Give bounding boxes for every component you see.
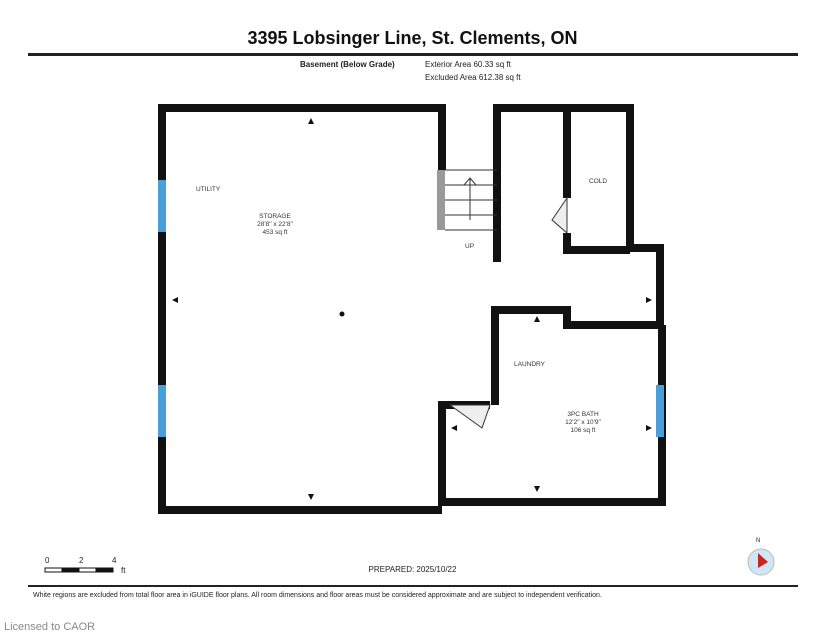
room-storage-area: 453 sq ft [262, 229, 288, 236]
level-name: Basement (Below Grade) [300, 60, 395, 69]
room-bath-area: 106 sq ft [570, 427, 596, 434]
walls [158, 104, 666, 514]
doors [448, 196, 568, 429]
scale-bar [44, 567, 114, 573]
window [158, 385, 166, 437]
room-bath-name: 3PC BATH [567, 411, 599, 418]
scale-unit: ft [121, 566, 126, 575]
wall-cold-bottom [563, 233, 630, 254]
license-watermark: Licensed to CAOR [4, 621, 96, 633]
room-utility: UTILITY [196, 186, 221, 193]
scale-tick: 2 [79, 556, 84, 565]
room-cold: COLD [589, 178, 608, 185]
exterior-area: Exterior Area 60.33 sq ft [425, 60, 511, 69]
page-title: 3395 Lobsinger Line, St. Clements, ON [247, 28, 578, 48]
door-cold [551, 196, 568, 235]
divider [28, 53, 798, 56]
room-storage-dims: 28'8" x 22'8" [257, 221, 293, 228]
excluded-area: Excluded Area 612.38 sq ft [425, 73, 521, 82]
dimension-arrows [172, 118, 652, 500]
scale-tick: 0 [45, 556, 50, 565]
compass-label: N [756, 538, 761, 544]
room-laundry: LAUNDRY [514, 361, 545, 368]
wall-stair-right [491, 104, 664, 405]
stairs [437, 169, 497, 231]
compass-icon [747, 548, 775, 576]
room-storage-name: STORAGE [259, 213, 291, 220]
window [158, 180, 166, 232]
stairs-up-label: UP [465, 243, 475, 250]
room-bath-dims: 12'2" x 10'9" [565, 419, 601, 426]
prepared-date: PREPARED: 2025/10/22 [368, 565, 457, 574]
divider [28, 585, 798, 587]
windows [158, 180, 664, 437]
scale-tick: 4 [112, 556, 117, 565]
disclaimer: White regions are excluded from total fl… [33, 592, 602, 599]
window [656, 385, 664, 437]
door-laundry [448, 404, 491, 429]
wall-main [158, 104, 446, 514]
